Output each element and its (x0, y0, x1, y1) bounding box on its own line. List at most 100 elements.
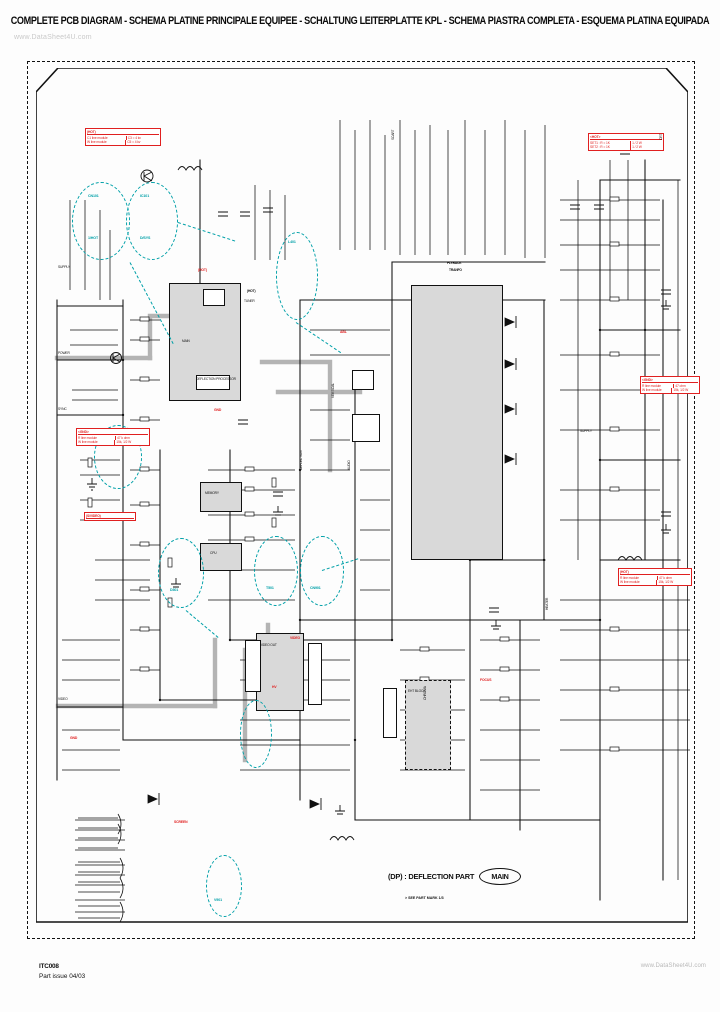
callout-5 (158, 538, 204, 608)
label-video: VIDEO (58, 697, 68, 701)
deflection-part-legend: (DP) : DEFLECTION PART (388, 872, 475, 881)
callout-8 (240, 700, 272, 768)
note-right-low: (HOT) R line module 47 k ohm W line modul… (618, 568, 692, 587)
note-right-mid-header: <GND> (642, 378, 698, 384)
note-top-left-r0c0: C1 line module (87, 135, 108, 140)
note-right-low-header: (HOT) (620, 570, 690, 576)
callout-6 (254, 536, 298, 606)
callout-2 (126, 182, 178, 260)
label-hot: (HOT) (247, 289, 256, 293)
label-audio: AUDIO (347, 460, 351, 470)
block-small-ic-2 (352, 414, 380, 442)
callout-9-top: V901 (214, 898, 222, 902)
callout-4-top: L401 (288, 240, 296, 244)
label-flyback: FLYBACK (447, 261, 462, 265)
block-protector (196, 375, 230, 390)
label-vertical: VERTICAL (331, 383, 335, 398)
red-note-c: ABL (340, 330, 347, 334)
label-power: POWER (58, 351, 70, 355)
block-sub-ic (203, 289, 225, 306)
note-top-right-r1c1: 1 / 2 W (630, 145, 662, 150)
footer-code: ITC008 (39, 963, 59, 970)
callout-1 (72, 182, 130, 260)
label-tuner: TUNER (244, 299, 255, 303)
red-note-e: FOCUS (480, 678, 492, 682)
label-sync: SYNC (58, 407, 67, 411)
deflection-part-subnote: > SEE PART MARK 1/3 (405, 896, 444, 900)
label-crt: CRT (659, 133, 663, 140)
callout-5-top: D301 (170, 588, 179, 592)
block-connector-mid (308, 643, 322, 705)
label-eht: EHT BLOCK (408, 689, 426, 693)
callout-2-bottom: D/SYS (140, 236, 151, 240)
callout-9 (206, 855, 242, 917)
callout-1-top: CN101 (88, 194, 99, 198)
note-top-left-r1c1: C5 = 4 kv (125, 140, 159, 145)
note-left-mid-r1c0: W line module (78, 440, 98, 445)
callout-2-top: IC101 (140, 194, 150, 198)
label-scart: SCART (391, 129, 395, 140)
note-right-mid-r0c1: 47 ohm (673, 383, 698, 389)
watermark-top: www.DataSheet4U.com (14, 34, 92, 41)
note-right-mid-r1c0: W line module (642, 388, 662, 393)
note-right-low-r0c1: 47 k ohm (657, 575, 690, 581)
page-title: COMPLETE PCB DIAGRAM - SCHEMA PLATINE PR… (10, 14, 710, 27)
label-tranfo: TRANFO (449, 268, 462, 272)
red-note-b: GND (214, 408, 222, 412)
note-left-mid-r1c1: 15k, 1/2 W (114, 440, 148, 445)
label-video-out: VIDEO OUT (260, 643, 277, 647)
note-right-low-r1c0: W line module (620, 580, 640, 585)
note-left-mid-r0c0: R line module (78, 435, 97, 440)
callout-1-bottom: 1/HOT (88, 236, 99, 240)
label-supply: SUPPLY (58, 265, 70, 269)
note-right-mid-r1c1: 15k, 1/2 W (671, 388, 698, 393)
note-top-left-r0c1: C3 = 4 kv (125, 135, 159, 141)
label-supply-2: SUPPLY (580, 429, 592, 433)
block-connector-left (245, 640, 261, 692)
note-right-mid-r0c0: R line module (642, 383, 661, 388)
block-eht (405, 680, 451, 770)
note-right-low-r1c1: 15k, 1/2 W (656, 580, 690, 585)
callout-6-top: T501 (266, 586, 274, 590)
red-note-h: VIDEO (290, 636, 301, 640)
red-note-g: SCREEN (174, 820, 188, 824)
title-bar: COMPLETE PCB DIAGRAM - SCHEMA PLATINE PR… (0, 14, 720, 27)
note-top-right-r1c0: SET2 : R = 1K (590, 145, 610, 150)
callout-7 (300, 536, 344, 606)
note-left-low-header: (S/VIDEO) (86, 514, 134, 520)
note-top-left-r1c0: W line module (87, 140, 107, 145)
label-deflect: DEFLECTION (299, 450, 303, 470)
footer-issue: Part issue 04/03 (39, 972, 86, 980)
red-note-a: (HOT) (198, 268, 207, 272)
block-memory (200, 482, 242, 512)
block-connector-eht (383, 688, 397, 738)
block-video-out (256, 633, 304, 711)
callout-7-top: CN901 (310, 586, 321, 590)
note-left-mid: <GND> R line module 47 k ohm W line modul… (76, 428, 150, 447)
block-cpu (200, 543, 242, 571)
note-right-low-r0c0: R line module (620, 575, 639, 580)
block-flyback-transformer (411, 285, 503, 560)
red-note-f: GND (70, 736, 78, 740)
label-memory: MEMORY (205, 491, 219, 495)
block-small-ic (352, 370, 374, 390)
footer-left: ITC008 Part issue 04/03 (39, 962, 85, 982)
label-main: MAIN (182, 339, 190, 343)
note-top-right: <HOT> SET1 : R = 1K 1 / 2 W SET2 : R = 1K… (588, 133, 664, 152)
note-top-right-r0c1: 1 / 2 W (630, 140, 662, 146)
note-right-mid: <GND> R line module 47 ohm W line module 1… (640, 376, 700, 395)
red-note-d: HV (272, 685, 277, 689)
main-badge: MAIN (479, 868, 521, 885)
watermark-bottom: www.DataSheet4U.com (640, 963, 706, 969)
note-left-low: (S/VIDEO) (84, 512, 136, 522)
label-micro: CPU (210, 551, 217, 555)
note-left-mid-r0c1: 47 k ohm (115, 435, 148, 441)
label-protector: DEFLECTION PROCESSOR (196, 377, 236, 381)
note-top-right-r0c0: SET1 : R = 1K (590, 140, 610, 145)
outer-frame (27, 61, 695, 939)
callout-4 (276, 232, 318, 320)
note-left-mid-header: <GND> (78, 430, 148, 436)
note-top-right-header: <HOT> (590, 135, 662, 141)
note-top-left-header: (HOT) (87, 130, 159, 136)
